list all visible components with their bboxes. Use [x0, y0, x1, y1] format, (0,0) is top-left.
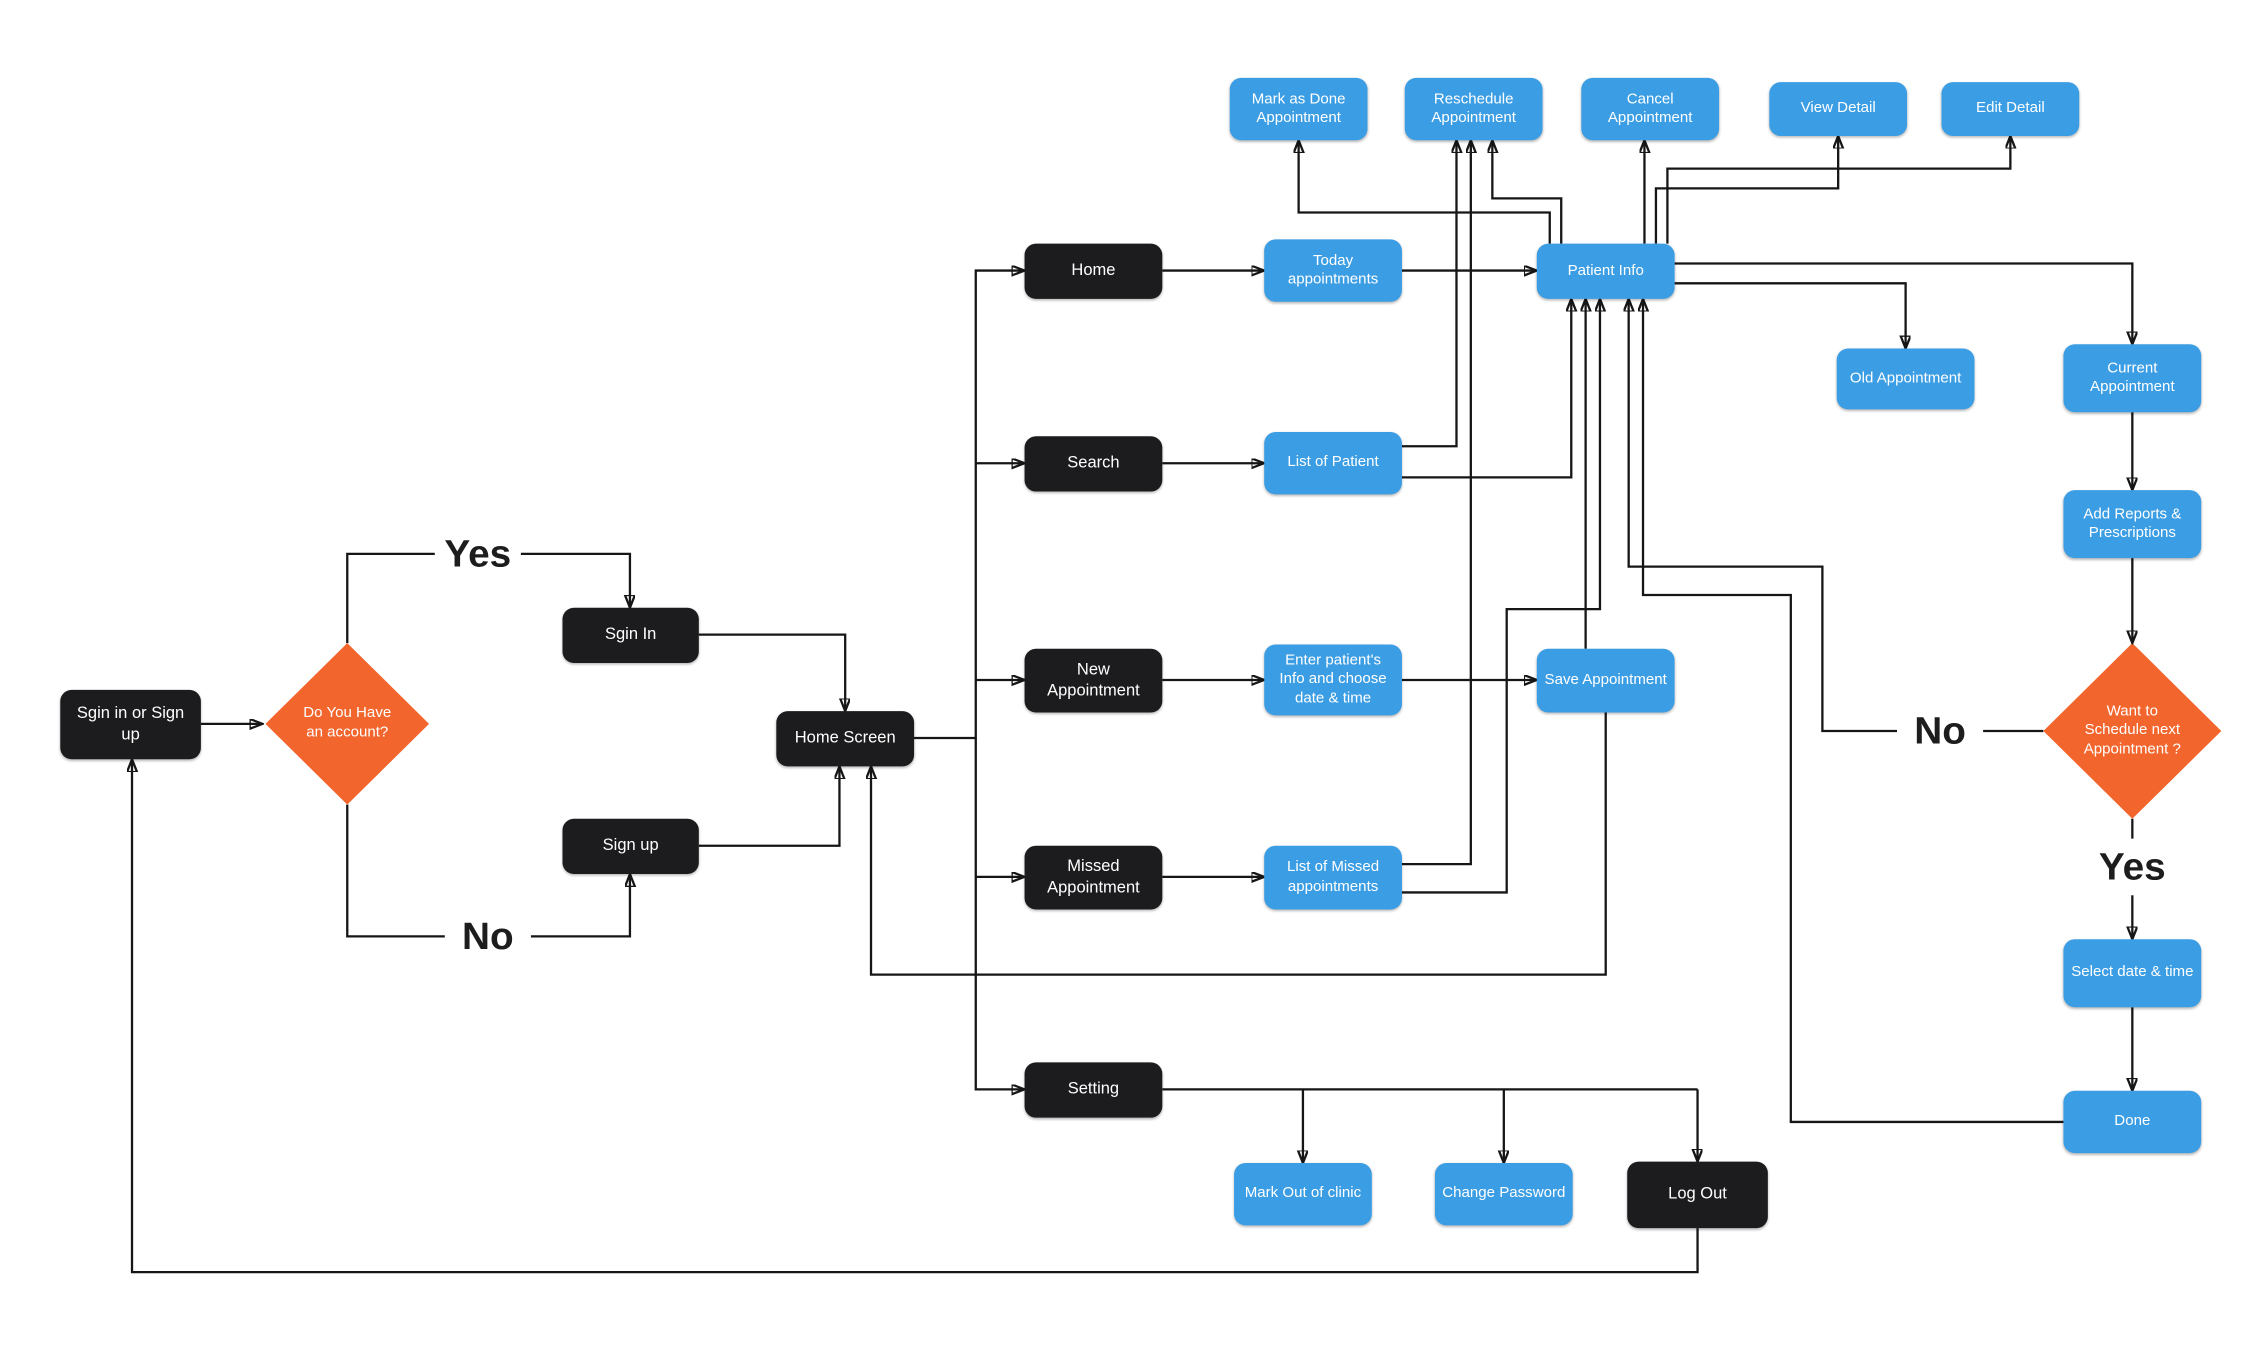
node-view-detail: View Detail	[1769, 82, 1908, 136]
edge-label-no-account: No	[444, 908, 531, 965]
edge-label-yes-schedule: Yes	[2089, 838, 2176, 896]
node-list-of-patient: List of Patient	[1264, 432, 1402, 495]
node-missed-appointment: Missed Appointment	[1024, 845, 1163, 910]
node-edit-detail: Edit Detail	[1941, 82, 2080, 136]
node-old-appointment: Old Appointment	[1836, 348, 1975, 410]
node-select-date-time: Select date & time	[2063, 939, 2202, 1008]
edge-log-out-start	[132, 759, 1699, 1274]
node-log-out: Log Out	[1627, 1161, 1768, 1229]
edge-patient-info-edit-detail	[1666, 136, 2010, 244]
node-home-screen: Home Screen	[776, 711, 915, 767]
node-want-schedule-decision: Want to Schedule next Appointment ?	[2083, 701, 2181, 758]
node-add-reports: Add Reports & Prescriptions	[2063, 490, 2202, 559]
edge-patient-info-view-detail	[1654, 136, 1838, 244]
node-save-appointment: Save Appointment	[1536, 648, 1675, 713]
edge-sign-up-home-screen	[698, 766, 840, 847]
edge-list-of-missed-patient-info	[1401, 299, 1600, 894]
node-new-appointment: New Appointment	[1024, 648, 1163, 713]
edge-want-schedule-patient-info	[1629, 299, 2044, 733]
edge-list-of-missed-reschedule	[1401, 140, 1471, 866]
edge-done-patient-info	[1643, 299, 2064, 1124]
edge-patient-info-reschedule	[1492, 140, 1563, 244]
node-enter-patient-info: Enter patient's Info and choose date & t…	[1264, 644, 1402, 716]
edge-label-no-schedule: No	[1897, 702, 1984, 760]
edge-patient-info-mark-as-done	[1299, 140, 1551, 244]
node-search: Search	[1024, 436, 1163, 492]
node-done: Done	[2063, 1090, 2202, 1154]
node-setting: Setting	[1024, 1062, 1163, 1118]
edge-label-yes-account: Yes	[434, 525, 521, 583]
node-today-appointments: Today appointments	[1264, 239, 1402, 302]
edge-save-appointment-home-screen	[871, 712, 1607, 976]
node-mark-as-done: Mark as Done Appointment	[1229, 77, 1368, 141]
edge-home-screen-home	[914, 271, 1024, 740]
node-reschedule: Reschedule Appointment	[1404, 77, 1543, 141]
edge-patient-info-current-appointment	[1674, 262, 2133, 344]
node-patient-info: Patient Info	[1536, 243, 1675, 299]
edge-list-of-patient-reschedule	[1401, 140, 1457, 448]
node-change-password: Change Password	[1434, 1163, 1573, 1226]
node-have-account-decision: Do You Have an account?	[303, 704, 392, 741]
node-start: Sgin in or Sign up	[60, 689, 201, 760]
node-sign-in: Sgin In	[562, 607, 699, 663]
node-cancel-appointment: Cancel Appointment	[1581, 77, 1720, 141]
node-list-of-missed: List of Missed appointments	[1264, 845, 1402, 910]
node-sign-up: Sign up	[562, 818, 699, 875]
node-home: Home	[1024, 243, 1163, 299]
edge-patient-info-old-appointment	[1674, 282, 1906, 348]
node-mark-out-clinic: Mark Out of clinic	[1234, 1163, 1372, 1226]
edge-list-of-patient-patient-info	[1401, 299, 1571, 479]
edge-sign-in-home-screen	[698, 633, 845, 711]
edge-home-screen-setting	[974, 738, 1025, 1089]
node-current-appointment: Current Appointment	[2063, 344, 2202, 413]
